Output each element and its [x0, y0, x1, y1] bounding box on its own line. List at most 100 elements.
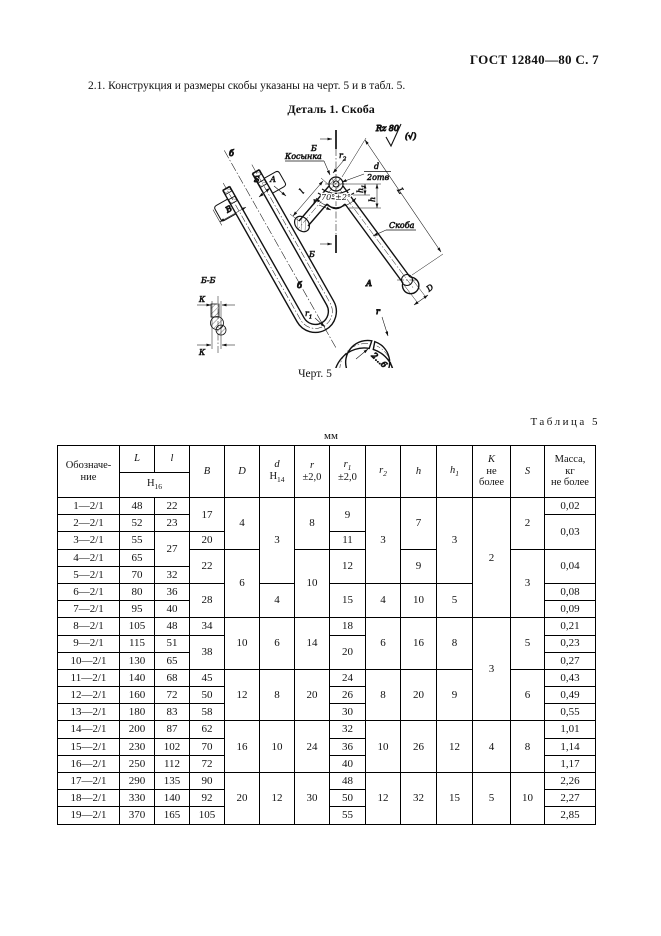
table-cell: 115 [119, 634, 155, 653]
table-cell: 3 [365, 497, 401, 584]
table-cell: 95 [119, 600, 155, 619]
table-cell: 22 [154, 496, 190, 516]
detail-title: Деталь 1. Скоба [287, 102, 375, 116]
roughness-label: Rz 80 [375, 124, 399, 133]
designation-cell: 12—2/1 [57, 686, 120, 705]
table-cell: 45 [189, 668, 225, 688]
section-bb-view: Б-Б К К [197, 276, 235, 357]
table-cell: 36 [154, 582, 190, 602]
table-cell: 160 [119, 686, 155, 705]
table-cell: 32 [154, 565, 190, 584]
table-cell: 55 [119, 531, 155, 550]
section-bb-label: Б-Б [200, 276, 216, 285]
table-cell: 30 [329, 703, 366, 722]
table-cell: 2 [510, 497, 545, 550]
table-cell: 12 [436, 720, 473, 773]
table-cell: 0,21 [544, 617, 596, 636]
B-dim-label: B [223, 204, 234, 215]
table-cell: 52 [119, 514, 155, 533]
designation-cell: 1—2/1 [57, 496, 120, 516]
table-cell: 68 [154, 668, 190, 688]
table-cell: 48 [329, 771, 366, 791]
table-cell: 26 [329, 686, 366, 705]
designation-cell: 5—2/1 [57, 565, 120, 584]
table-cell: 0,02 [544, 496, 596, 516]
designation-cell: 10—2/1 [57, 651, 120, 670]
table-cell: 10 [259, 720, 295, 773]
table-cell: 10 [510, 772, 545, 825]
table-cell: 50 [189, 686, 225, 705]
table-cell: 9 [400, 548, 437, 584]
D-dim-label: D [424, 282, 436, 294]
table-caption: Таблица 5 [530, 416, 600, 428]
table-cell: 12 [259, 772, 295, 825]
table-cell: 8 [436, 617, 473, 670]
section-mark-bottom: Б [308, 250, 315, 259]
table-cell: 22 [189, 548, 225, 584]
designation-cell: 11—2/1 [57, 668, 120, 688]
table-cell: 1,01 [544, 720, 596, 739]
technical-drawing: Rz 80 (√) Б Б А [197, 124, 444, 368]
table-cell: 24 [329, 668, 366, 688]
S-dim-label: S [254, 175, 260, 184]
table-cell: 65 [154, 651, 190, 670]
table-cell: 200 [119, 720, 155, 739]
table-cell: 180 [119, 703, 155, 722]
clamp-side-view: B [212, 150, 338, 349]
table-cell: 6 [259, 617, 295, 670]
col-header-3: r±2,0 [294, 445, 330, 498]
l-dim-label: l [298, 187, 307, 195]
table-cell: 26 [400, 720, 437, 773]
table-cell: 24 [294, 720, 330, 773]
section-b-markers: Б Б [308, 130, 337, 259]
designation-cell: 15—2/1 [57, 737, 120, 756]
table-cell: 3 [436, 497, 473, 584]
table-cell: 20 [224, 772, 260, 825]
table-cell: 1,14 [544, 737, 596, 756]
table-cell: 40 [154, 600, 190, 619]
angle-label: 70°±2° [321, 193, 351, 202]
table-cell: 6 [510, 668, 545, 722]
table-cell: 80 [119, 582, 155, 602]
table-cell: 16 [224, 720, 260, 773]
table-cell: 10 [400, 582, 437, 619]
holes-label: 2отв [366, 173, 389, 182]
r1-callout: r1 [305, 309, 326, 328]
table-cell: 0,27 [544, 651, 596, 670]
table-cell: 27 [154, 531, 190, 567]
table-cell: 5 [472, 772, 511, 825]
table-cell: 5 [510, 617, 545, 670]
table-cell: 10 [294, 548, 330, 619]
designation-cell: 19—2/1 [57, 806, 120, 825]
table-cell: 48 [154, 617, 190, 636]
roughness-alt-label: (√) [405, 132, 416, 141]
table-cell: 3 [472, 617, 511, 722]
col-L: L [119, 445, 155, 473]
col-l: l [154, 445, 190, 473]
table-cell: 36 [329, 737, 366, 756]
table-cell: 20 [189, 531, 225, 550]
table-cell: 9 [329, 496, 366, 533]
designation-cell: 4—2/1 [57, 548, 120, 567]
view-a-arrow: А [269, 175, 287, 197]
table-cell: 12 [224, 668, 260, 722]
section-paragraph: 2.1. Конструкция и размеры скобы указаны… [88, 80, 406, 92]
table-cell: 5 [436, 582, 473, 619]
table-cell: 4 [472, 720, 511, 773]
table-cell: 130 [119, 651, 155, 670]
table-cell: 38 [189, 634, 225, 670]
col-header-1: D [224, 445, 260, 498]
designation-cell: 2—2/1 [57, 514, 120, 533]
designation-cell: 16—2/1 [57, 754, 120, 774]
table-cell: 105 [189, 806, 225, 825]
